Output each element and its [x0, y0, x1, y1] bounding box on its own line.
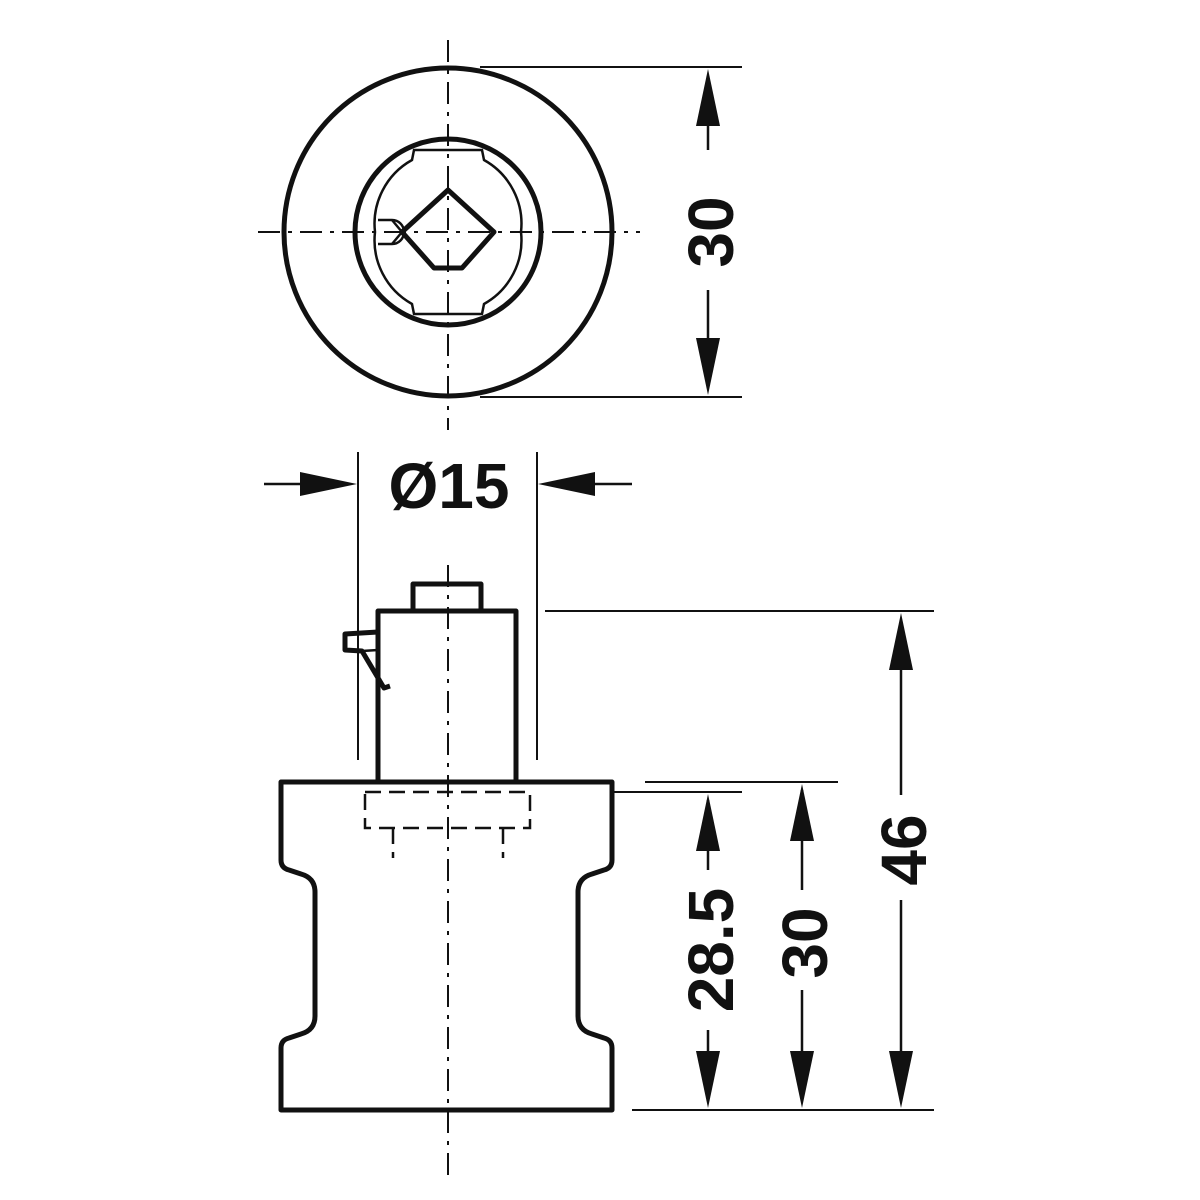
- arrow-up-icon: [790, 784, 814, 841]
- inner-ring-circle: [352, 136, 544, 328]
- key-profile-diamond: [399, 187, 497, 271]
- arrow-down-icon: [696, 1051, 720, 1108]
- top-view: 30: [258, 40, 747, 430]
- latch-bump: [378, 218, 406, 246]
- shaft-diameter-label: Ø15: [389, 450, 510, 522]
- body-height-label: 30: [769, 907, 841, 978]
- shaft-diameter-dimension: Ø15: [264, 450, 632, 760]
- latch-hook: [342, 629, 391, 691]
- inner-ring-notched-edge: [373, 148, 523, 316]
- arrow-down-icon: [696, 338, 720, 395]
- outer-flange-circle: [281, 65, 615, 399]
- top-view-diameter-label: 30: [675, 196, 747, 267]
- latch-bump-link-2: [391, 231, 403, 245]
- main-body: [278, 779, 615, 1113]
- body-inner-height-label: 28.5: [675, 888, 747, 1013]
- side-view: 28.5 30 46: [278, 565, 940, 1175]
- arrow-up-icon: [889, 613, 913, 670]
- hidden-socket: [363, 790, 532, 830]
- latch-bump-link: [391, 219, 403, 233]
- arrow-down-icon: [790, 1051, 814, 1108]
- overall-height-label: 46: [868, 814, 940, 885]
- latch-hook-inner: [361, 648, 379, 653]
- arrow-up-icon: [696, 794, 720, 851]
- arrow-up-icon: [696, 69, 720, 126]
- arrow-down-icon: [889, 1051, 913, 1108]
- arrow-left-icon: [538, 472, 595, 496]
- arrow-right-icon: [300, 472, 357, 496]
